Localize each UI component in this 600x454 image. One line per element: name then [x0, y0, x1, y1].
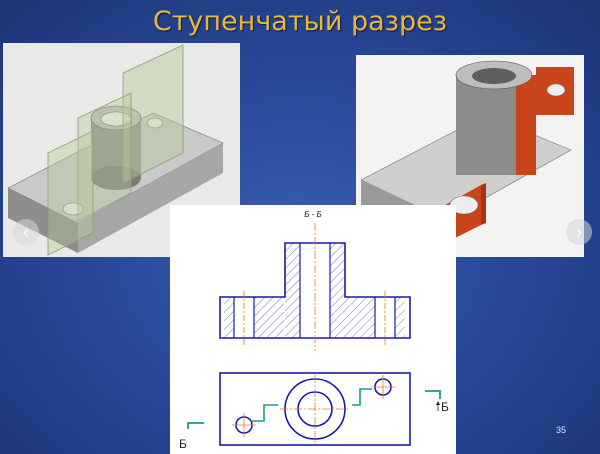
model-with-cutting-planes-image — [3, 43, 240, 257]
slide-title: Ступенчатый разрез — [152, 6, 448, 37]
section-view — [219, 223, 411, 351]
chevron-right-icon[interactable]: › — [566, 219, 592, 245]
cut-mark-right-label: Б — [441, 400, 449, 414]
technical-drawing: Б - Б — [170, 205, 456, 454]
chevron-left-icon[interactable]: ‹ — [13, 219, 39, 245]
section-label: Б - Б — [304, 210, 322, 219]
page-number: 35 — [556, 425, 567, 435]
cut-mark-left-label: Б — [179, 437, 187, 451]
plan-view — [187, 372, 441, 446]
